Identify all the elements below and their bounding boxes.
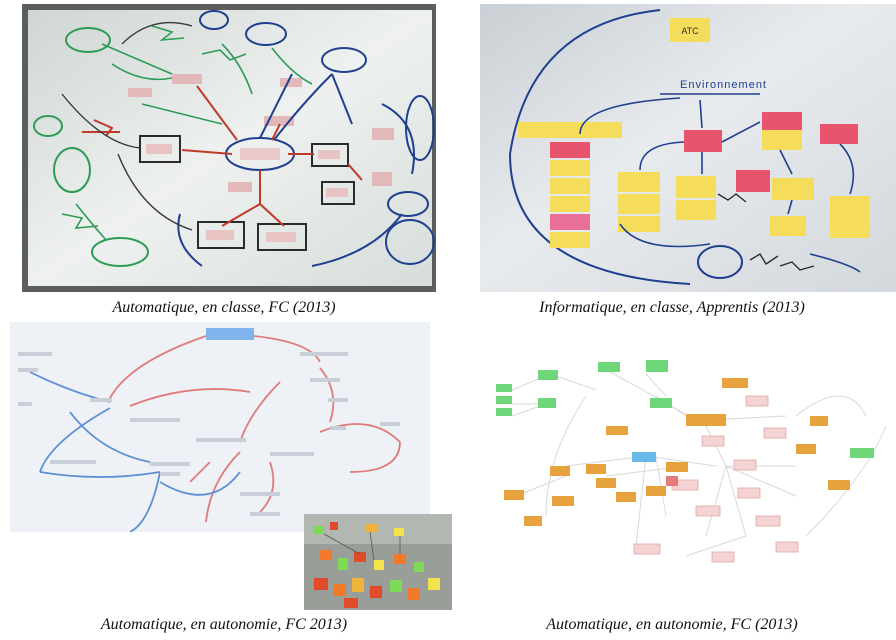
caption-top-left: Automatique, en classe, FC (2013)	[112, 299, 336, 316]
environment-title: Environnement	[680, 79, 767, 91]
caption-top-right: Informatique, en classe, Apprentis (2013…	[539, 299, 805, 316]
concept-map-automatique-autonomie-digital	[10, 322, 430, 532]
photo-sticky-notes-informatique-classe: ATC Environnement	[480, 4, 896, 292]
concept-map-automatique-autonomie-colored	[486, 356, 890, 578]
photo-whiteboard-automatique-classe	[22, 4, 436, 292]
inset-photo-colored-blocks	[304, 514, 452, 610]
caption-bottom-right: Automatique, en autonomie, FC (2013)	[546, 616, 798, 633]
caption-bottom-left: Automatique, en autonomie, FC 2013)	[100, 616, 348, 633]
atc-note-label: ATC	[681, 26, 699, 36]
